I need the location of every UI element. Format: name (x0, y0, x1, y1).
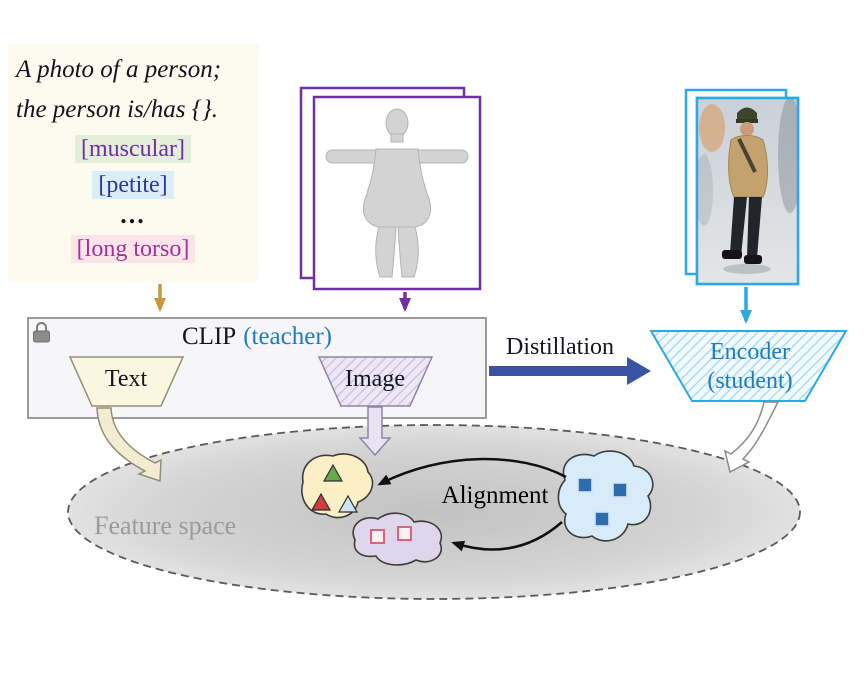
student-output-arrow (723, 401, 780, 474)
blue-square-marker (577, 477, 593, 493)
prompt-template-line-1: A photo of a person; (16, 56, 222, 83)
photo-image-stack (684, 88, 800, 286)
smpl-mesh-figure (325, 108, 469, 278)
blue-triangle-marker (337, 494, 359, 513)
alignment-label: Alignment (441, 482, 549, 509)
text-encoder-output-arrow (96, 407, 162, 483)
tokens-ellipsis: ... (120, 200, 146, 229)
attribute-token-petite: [petite] (92, 171, 174, 199)
green-triangle-marker (322, 463, 344, 482)
blue-square-cluster (557, 450, 654, 542)
text-encoder-label: Text (104, 366, 148, 392)
clip-title-text: CLIP (182, 323, 237, 350)
pedestrian-figure (697, 98, 798, 284)
clip-teacher-title: CLIP(teacher) (28, 323, 486, 351)
student-encoder-label-line1: Encoder (710, 339, 790, 365)
blue-square-marker (612, 482, 628, 498)
student-encoder-label: Encoder (student) (662, 338, 838, 396)
student-encoder-label-line2: (student) (707, 368, 793, 394)
student-encoder-trapezoid (649, 330, 848, 402)
clip-teacher-role-text: (teacher) (243, 323, 332, 350)
feature-space-label: Feature space (94, 511, 237, 540)
clip-teacher-box (27, 317, 487, 419)
token-row: [muscular] (8, 134, 258, 164)
token-row: ... (8, 200, 258, 231)
lock-icon (33, 322, 50, 343)
attribute-token-muscular: [muscular] (75, 135, 191, 163)
pink-square-marker (397, 526, 412, 541)
purple-square-cluster (352, 512, 443, 566)
text-encoder-trapezoid (68, 356, 185, 407)
token-row: [long torso] (8, 234, 258, 264)
distillation-arrow (489, 357, 651, 385)
photo-frame-front-border (695, 96, 800, 286)
attribute-token-long-torso: [long torso] (70, 235, 196, 263)
red-triangle-marker (310, 492, 332, 511)
cluster-blob (557, 450, 654, 542)
blue-square-marker (594, 511, 610, 527)
image-encoder-label: Image (345, 366, 405, 392)
mesh-image-stack (299, 86, 482, 291)
token-row: [petite] (8, 170, 258, 200)
distillation-label: Distillation (506, 334, 614, 360)
image-encoder-trapezoid (317, 356, 434, 407)
alignment-arrow-top (377, 457, 567, 486)
alignment-arrow-bottom (451, 521, 563, 552)
prompt-panel: A photo of a person; the person is/has {… (8, 44, 258, 282)
pink-square-marker (370, 529, 385, 544)
image-encoder-output-arrow (358, 406, 392, 457)
yellow-triangle-cluster (301, 453, 374, 519)
prompt-template-line-2: the person is/has {}. (16, 96, 218, 123)
